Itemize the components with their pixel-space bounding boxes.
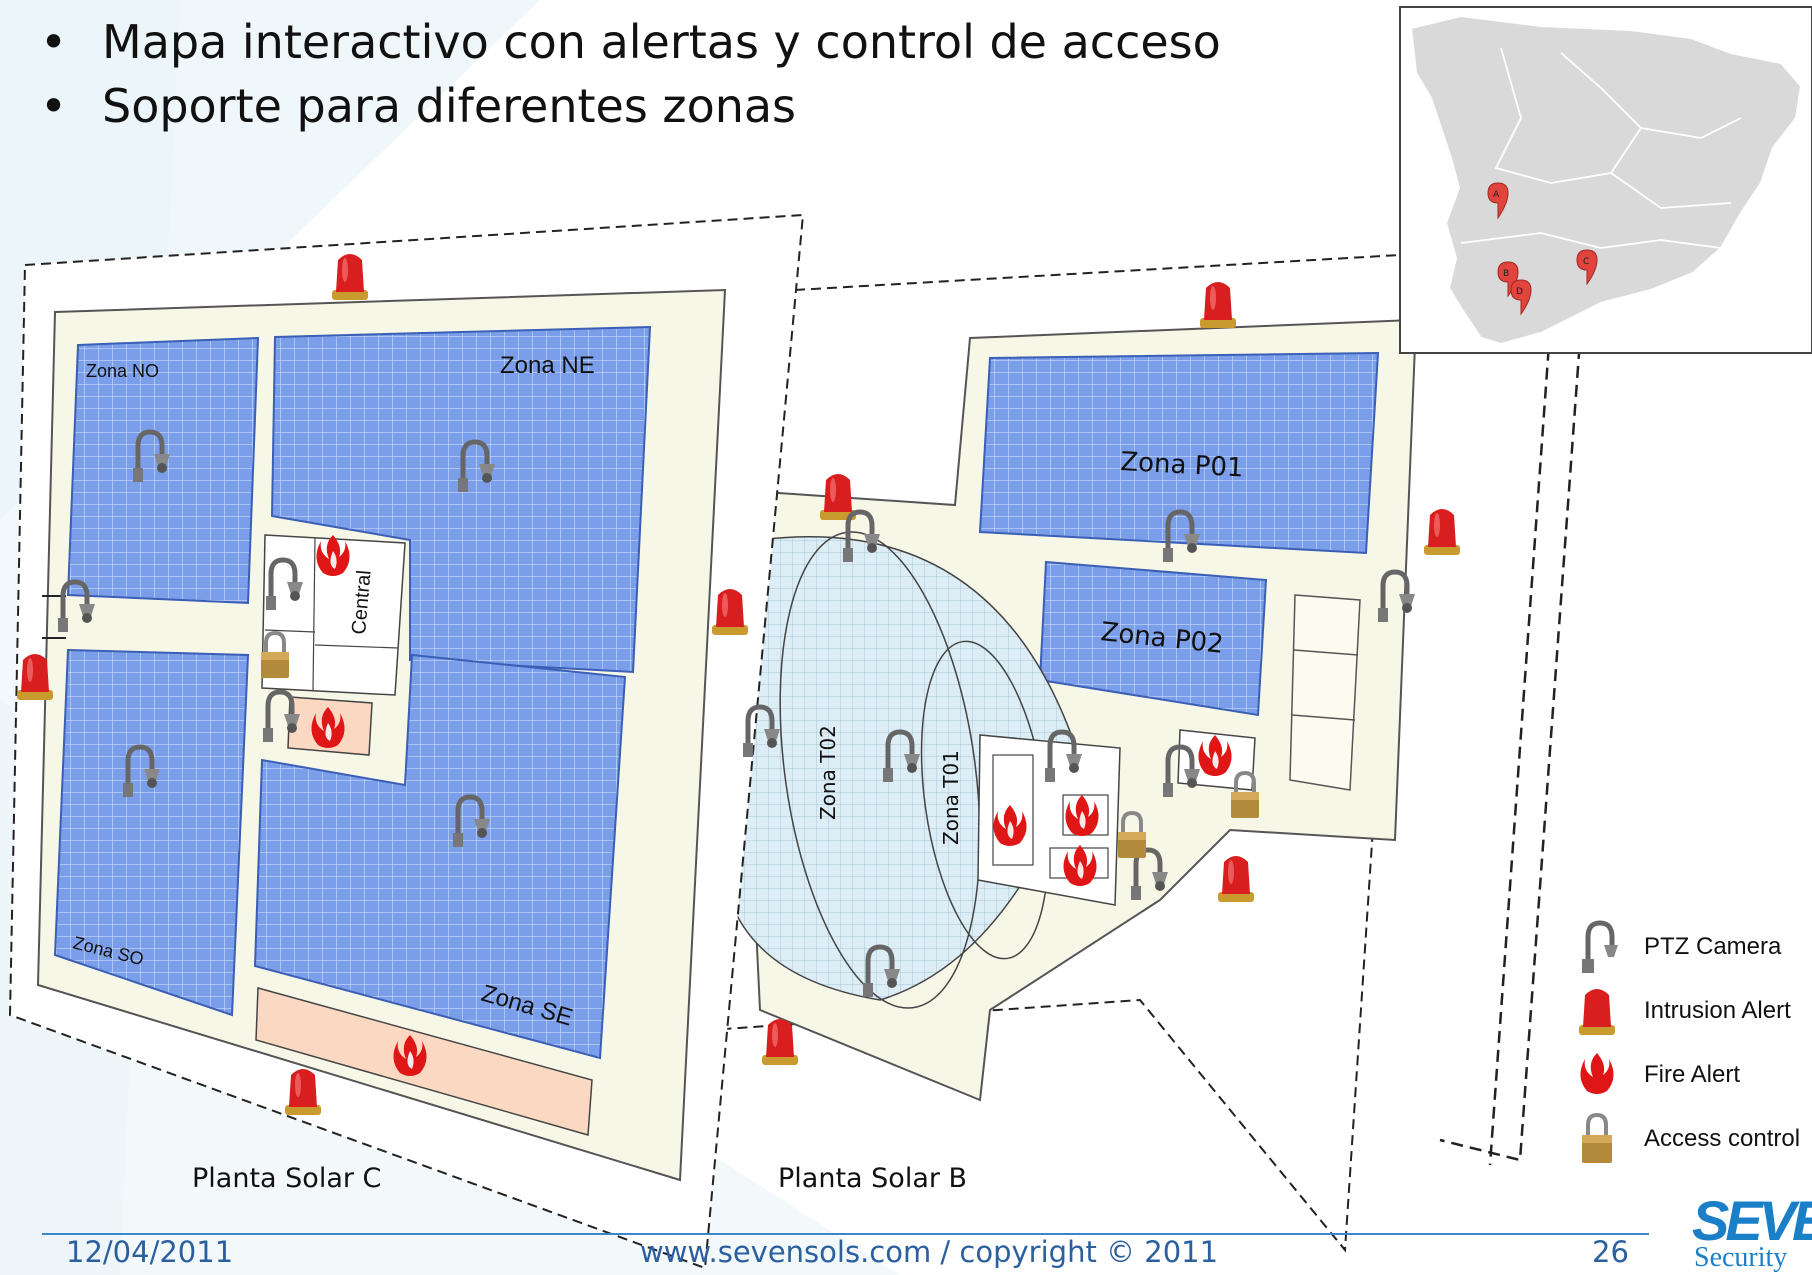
intrusion-alert-icon (332, 254, 368, 300)
fire-alert-icon (1065, 795, 1099, 836)
ptz-camera-icon (1582, 920, 1618, 973)
plant-c-label: Planta Solar C (192, 1163, 382, 1194)
intrusion-alert-icon (1424, 509, 1460, 555)
ptz-camera-icon (453, 797, 490, 847)
intrusion-alert-icon (762, 1019, 798, 1065)
intrusion-alert-icon (1218, 856, 1254, 902)
zone-ne-label: Zona NE (500, 352, 595, 379)
intrusion-alert-icon (17, 654, 53, 700)
logo-subtitle: Security (1694, 1242, 1788, 1273)
bullet-item-2: • Soporte para diferentes zonas (40, 74, 1221, 138)
legend-label-intrusion-alert: Intrusion Alert (1644, 997, 1791, 1024)
footer-website-copyright[interactable]: www.sevensols.com / copyright © 2011 (640, 1235, 1219, 1269)
fire-alert-icon (316, 535, 350, 576)
legend-label-fire-alert: Fire Alert (1644, 1061, 1741, 1088)
zone-no-label: Zona NO (86, 361, 159, 381)
legend-item-access-control: Access control (1566, 1109, 1812, 1169)
fire-alert-icon (311, 707, 345, 748)
fire-alert-icon (1580, 1053, 1614, 1094)
intrusion-alert-icon (1200, 282, 1236, 328)
overview-map[interactable]: A B C D (1399, 6, 1812, 354)
footer-divider (42, 1233, 1649, 1235)
intrusion-alert-icon (285, 1069, 321, 1115)
legend-label-access-control: Access control (1644, 1125, 1801, 1152)
ptz-camera-icon (1045, 732, 1082, 782)
ptz-camera-icon (863, 947, 900, 997)
legend-item-fire-alert: Fire Alert (1566, 1045, 1812, 1105)
plant-b-label: Planta Solar B (778, 1163, 968, 1194)
fire-alert-icon (1198, 735, 1232, 776)
map-marker-d-label: D (1516, 287, 1523, 297)
map-marker-c-label: C (1583, 257, 1589, 267)
page-number: 26 (1592, 1235, 1629, 1269)
ptz-camera-icon (1378, 572, 1415, 622)
map-marker-b-label: B (1503, 269, 1509, 279)
fire-alert-icon (1063, 845, 1097, 886)
ptz-camera-icon (58, 582, 95, 632)
ptz-camera-icon (743, 707, 780, 757)
access-control-icon (1582, 1112, 1612, 1163)
legend-item-ptz-camera: PTZ Camera (1566, 917, 1812, 977)
spain-map: A B C D (1409, 14, 1803, 346)
ptz-camera-icon (1163, 747, 1200, 797)
zone-p01-label: Zona P01 (1120, 447, 1245, 483)
fire-alert-icon (993, 805, 1027, 846)
bullet-item-1: • Mapa interactivo con alertas y control … (40, 10, 1221, 74)
zone-t01-label: Zona T01 (939, 750, 963, 845)
logo-wordmark: SEVEN (1692, 1189, 1812, 1252)
bullet-text-1: Mapa interactivo con alertas y control d… (102, 15, 1221, 69)
ptz-camera-icon (843, 512, 880, 562)
bullet-dot: • (40, 15, 68, 69)
zone-t02-label: Zona T02 (816, 725, 840, 820)
footer-date: 12/04/2011 (66, 1235, 234, 1269)
legend-label-ptz-camera: PTZ Camera (1644, 933, 1782, 960)
bullet-dot: • (40, 79, 68, 133)
legend-item-intrusion-alert: Intrusion Alert (1566, 981, 1812, 1041)
bullet-text-2: Soporte para diferentes zonas (102, 79, 797, 133)
ptz-camera-icon (266, 560, 303, 610)
access-control-icon (259, 631, 291, 680)
map-marker-d[interactable]: D (1510, 279, 1532, 316)
access-control-icon (1116, 811, 1148, 860)
ptz-camera-icon (263, 692, 300, 742)
intrusion-alert-icon (712, 589, 748, 635)
ptz-camera-icon (883, 732, 920, 782)
map-legend: PTZ Camera Intrusion Alert Fire Alert Ac… (1566, 917, 1812, 1177)
map-marker-a-label: A (1493, 190, 1500, 200)
fire-alert-icon (393, 1035, 427, 1076)
access-control-icon (1229, 771, 1261, 820)
ptz-camera-icon (1163, 512, 1200, 562)
map-marker-c[interactable]: C (1576, 249, 1598, 286)
intrusion-alert-icon (1579, 989, 1615, 1035)
ptz-camera-icon (123, 747, 160, 797)
bullet-list: • Mapa interactivo con alertas y control … (40, 10, 1221, 138)
ptz-camera-icon (458, 442, 495, 492)
map-marker-a[interactable]: A (1487, 182, 1509, 220)
ptz-camera-icon (133, 432, 170, 482)
